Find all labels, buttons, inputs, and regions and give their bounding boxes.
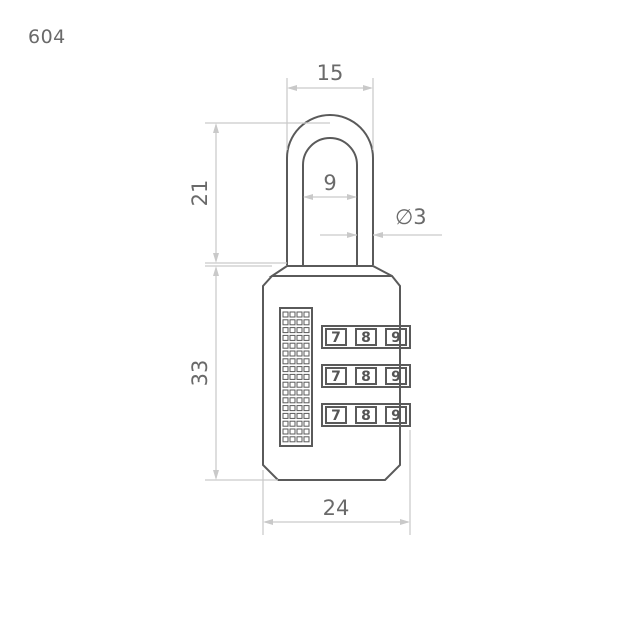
grip-cell [296, 381, 303, 388]
grip-cell [289, 350, 296, 357]
shackle-inner [302, 137, 358, 265]
grip-cell [303, 366, 310, 373]
dimension-label: 33 [188, 360, 212, 387]
grip-cell [303, 405, 310, 412]
grip-cell [289, 319, 296, 326]
shackle-outer [286, 114, 374, 265]
grip-cell [289, 311, 296, 318]
dimension-label: 24 [323, 496, 350, 520]
grip-cell [303, 327, 310, 334]
grip-cell [303, 373, 310, 380]
dimension-label: 15 [317, 61, 344, 85]
grip-cell [289, 428, 296, 435]
grip-cell [296, 412, 303, 419]
grip-cell [303, 412, 310, 419]
grip-cell [303, 319, 310, 326]
dial-digit: 8 [361, 330, 371, 346]
dial-digit: 9 [391, 369, 401, 385]
grip-cell [282, 420, 289, 427]
grip-cell [289, 389, 296, 396]
model-number: 604 [28, 26, 66, 48]
grip-cell [282, 436, 289, 443]
grip-cell [296, 405, 303, 412]
grip-cell [289, 397, 296, 404]
dial-digit: 9 [391, 408, 401, 424]
dial-row-3: 7 8 9 [321, 403, 411, 427]
grip-cell [282, 327, 289, 334]
dial-row-2: 7 8 9 [321, 364, 411, 388]
dimension-body-height: 33 [188, 265, 278, 481]
grip-cell [303, 389, 310, 396]
dial-digit: 7 [331, 369, 341, 385]
grip-cell [289, 327, 296, 334]
grip-cell [296, 428, 303, 435]
dimension-label: ∅3 [395, 205, 427, 229]
grip-cell [296, 397, 303, 404]
grip-cell [296, 311, 303, 318]
grip-cell [303, 358, 310, 365]
grip-cell [296, 420, 303, 427]
lock-body [262, 275, 401, 481]
dial-digit: 7 [331, 330, 341, 346]
dimension-shackle-diameter: ∅3 [320, 205, 442, 238]
grip-cell [289, 405, 296, 412]
grip-cell [289, 436, 296, 443]
grip-cell [289, 342, 296, 349]
grip-cell [282, 412, 289, 419]
grip-cell [282, 397, 289, 404]
grip-cell [282, 350, 289, 357]
grip-cell [289, 366, 296, 373]
grip-cell [282, 366, 289, 373]
grip-cell [296, 327, 303, 334]
dimension-shackle-height: 21 [188, 122, 330, 264]
grip-cell [289, 381, 296, 388]
dial-digit: 8 [361, 369, 371, 385]
grip-cell [296, 358, 303, 365]
dial-digit: 7 [331, 408, 341, 424]
grip-cell [303, 334, 310, 341]
grip-cell [289, 358, 296, 365]
dial-row-1: 7 8 9 [321, 325, 411, 349]
grip-cell [282, 389, 289, 396]
grip-cell [282, 428, 289, 435]
grip-cell [282, 405, 289, 412]
grip-cell [296, 366, 303, 373]
grip-cell [289, 412, 296, 419]
dimension-shackle-width: 15 [286, 61, 374, 150]
grip-cell [282, 381, 289, 388]
grip-pattern [279, 307, 313, 447]
grip-cell [303, 342, 310, 349]
dimension-label: 21 [188, 180, 212, 207]
grip-cell [303, 397, 310, 404]
grip-cell [282, 373, 289, 380]
grip-cell [289, 420, 296, 427]
grip-cell [289, 373, 296, 380]
grip-cell [282, 319, 289, 326]
dial-digit: 9 [391, 330, 401, 346]
grip-cell [296, 436, 303, 443]
grip-cell [296, 334, 303, 341]
grip-cell [303, 381, 310, 388]
grip-cell [282, 311, 289, 318]
grip-cell [303, 311, 310, 318]
grip-cell [303, 436, 310, 443]
grip-cell [296, 319, 303, 326]
grip-cell [303, 350, 310, 357]
grip-cell [303, 428, 310, 435]
grip-cell [303, 420, 310, 427]
dimension-body-width: 24 [262, 430, 411, 535]
grip-cell [282, 334, 289, 341]
grip-cell [296, 389, 303, 396]
dimension-label: 9 [323, 171, 336, 195]
grip-cell [296, 350, 303, 357]
body-top-cap [268, 265, 393, 277]
grip-cell [296, 342, 303, 349]
grip-cell [296, 373, 303, 380]
grip-cell [282, 342, 289, 349]
grip-cell [289, 334, 296, 341]
grip-cell [282, 358, 289, 365]
dial-digit: 8 [361, 408, 371, 424]
dimension-inner-width: 9 [303, 171, 357, 200]
